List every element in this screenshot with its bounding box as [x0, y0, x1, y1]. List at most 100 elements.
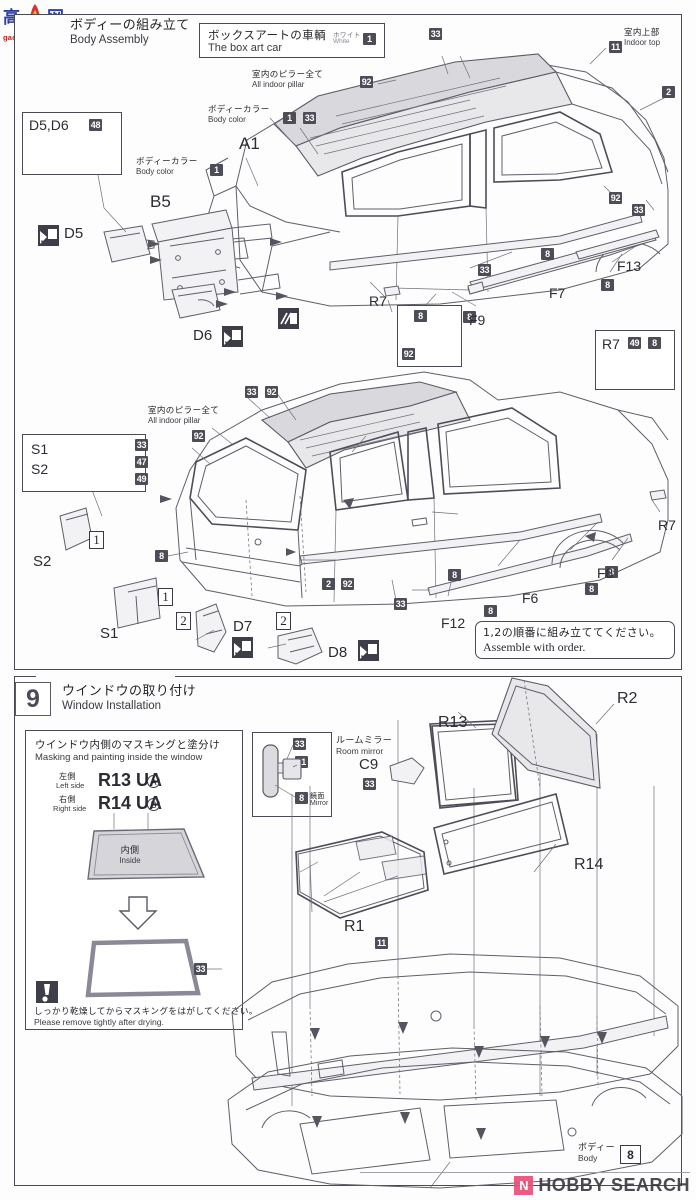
chip-92-lower-roof: 92: [265, 386, 278, 398]
frame-corner-mask: [15, 15, 69, 41]
step9-header: ウインドウの取り付け Window Installation: [62, 684, 196, 713]
step9-top-rule-right: [175, 676, 682, 678]
mirror-chip-33: 33: [293, 738, 306, 750]
s1s2-detail-box: S1 S2 33 47 49: [22, 434, 148, 492]
part-label-r7-lower: R7: [658, 517, 676, 533]
paint-spray-icon-d8: [358, 640, 379, 661]
part-label-d7: D7: [233, 618, 253, 635]
step9-title-jp: ウインドウの取り付け: [62, 684, 197, 699]
step8-frame: [14, 14, 682, 670]
indoor-top-en: Indoor top: [624, 38, 661, 47]
part-label-r1: R1: [344, 918, 365, 935]
caution-icon: [36, 981, 58, 1003]
left-side-en: Left side: [56, 781, 85, 790]
step9-top-rule-left: [14, 676, 36, 678]
body-color-chip-1: 1: [283, 112, 296, 124]
masking-instruction-box: ウインドウ内側のマスキングと塗分け Masking and painting i…: [25, 730, 257, 1030]
right-side-en: Right side: [53, 804, 87, 813]
chip-8-f8: 8: [585, 583, 598, 595]
part-label-f12: F12: [441, 615, 466, 631]
assemble-order-note: 1,2の順番に組み立ててください。 Assemble with order.: [475, 621, 675, 659]
step8-title-en: Body Assembly: [70, 34, 149, 46]
stripe-mask-icon: [278, 308, 299, 329]
right-part-suffix: B: [147, 798, 160, 811]
left-part-code: R13 UA: [98, 770, 163, 790]
hobbysearch-text: HOBBY SEARCH: [538, 1175, 690, 1195]
c9-chip-33: 33: [363, 778, 376, 790]
hobbysearch-watermark: N HOBBY SEARCH: [360, 1172, 690, 1196]
chip-8-f7a: 8: [541, 248, 554, 260]
indoor-pillar-note-lower: 室内のピラー全て All indoor pillar: [148, 404, 219, 425]
d5d6-chip: 48: [89, 119, 102, 131]
body-color-chip-2: 1: [210, 164, 223, 176]
room-mirror-note: ルームミラー Room mirror: [336, 733, 392, 756]
assemble-order-en: Assemble with order.: [483, 640, 586, 654]
masking-warn-en: Please remove tightly after drying.: [34, 1017, 164, 1027]
indoor-top-chip: 11: [609, 41, 622, 53]
part-label-r2: R2: [617, 690, 638, 707]
s-box-chip-49: 49: [135, 473, 148, 485]
chip-33-roof: 33: [429, 28, 442, 40]
room-mirror-en: Room mirror: [336, 746, 384, 756]
indoor-top-note: 室内上部 Indoor top: [624, 26, 660, 47]
body-note: ボディー Body: [578, 1140, 615, 1163]
inset-chip-8: 8: [414, 310, 427, 322]
indoor-pillar-en-2: All indoor pillar: [148, 416, 201, 425]
chip-92-quarter: 92: [609, 192, 622, 204]
part-label-r13: R13: [438, 714, 468, 731]
mirror-face-jp: 鏡面: [310, 792, 325, 800]
box-art-title-en: The box art car: [208, 42, 282, 54]
inside-en: Inside: [119, 856, 141, 865]
hobbysearch-mark: N: [514, 1176, 534, 1195]
order-marker-2b: 2: [276, 612, 291, 630]
indoor-pillar-note-upper: 室内のピラー全て All indoor pillar: [252, 68, 323, 89]
chip-92-lower: 92: [341, 578, 354, 590]
r7-box-chip-8: 8: [648, 337, 661, 349]
left-side-jp: 左側: [59, 772, 76, 781]
assemble-order-jp: 1,2の順番に組み立ててください。: [483, 626, 661, 639]
chip-33-quarter: 33: [632, 204, 645, 216]
part-label-r14: R14: [574, 856, 604, 873]
part-label-s2: S2: [33, 553, 52, 570]
paint-spray-icon-d7: [232, 637, 253, 658]
part-label-c9: C9: [359, 756, 379, 773]
step8-header: ボディーの組み立て Body Assembly: [70, 18, 190, 47]
masking-result-chip: 33: [194, 963, 207, 975]
room-mirror-jp: ルームミラー: [336, 736, 393, 746]
chip-8-f8b: 8: [605, 566, 618, 578]
box-art-title-jp: ボックスアートの車輌: [208, 28, 326, 42]
r7-detail-box: R7 49 8: [595, 330, 675, 390]
box-art-color-jp: ホワイト: [333, 31, 361, 39]
body-note-en: Body: [578, 1153, 598, 1163]
indoor-pillar-jp-2: 室内のピラー全て: [148, 406, 220, 416]
indoor-pillar-chip-lower: 92: [192, 430, 205, 442]
chip-8-f6: 8: [448, 569, 461, 581]
inside-jp: 内側: [120, 846, 140, 856]
masking-title-en: Masking and painting inside the window: [35, 752, 203, 763]
chip-2-rear: 2: [662, 86, 675, 98]
chip-33-a1: 33: [303, 112, 316, 124]
part-label-f6: F6: [522, 590, 539, 606]
step9-number: 9: [15, 682, 51, 716]
chip-8-f12: 8: [484, 605, 497, 617]
body-note-jp: ボディー: [578, 1143, 615, 1153]
room-mirror-detail-box: 33 11 8 鏡面 Mirror: [252, 732, 332, 817]
part-label-d5: D5: [64, 225, 84, 242]
body-color-note-b5: ボディーカラー Body color: [136, 155, 198, 176]
chip-8-f13: 8: [601, 279, 614, 291]
chip-8-lower-rear: 8: [155, 550, 168, 562]
d5d6-label: D5,D6: [29, 117, 69, 133]
indoor-pillar-en: All indoor pillar: [252, 80, 305, 89]
box-art-color-chip: 1: [363, 33, 376, 45]
body-color-en-2: Body color: [136, 167, 174, 176]
right-side-jp: 右側: [59, 795, 76, 804]
indoor-pillar-jp: 室内のピラー全て: [252, 70, 324, 80]
part-label-f7: F7: [549, 285, 566, 301]
r7-box-label: R7: [602, 336, 620, 352]
mirror-illustration: [262, 744, 302, 798]
s-box-chip-47: 47: [135, 456, 148, 468]
body-color-note-a1: ボディーカラー Body color: [208, 103, 270, 124]
hobbysearch-rule: [360, 1172, 690, 1173]
paint-spray-icon-d5: [38, 225, 59, 246]
